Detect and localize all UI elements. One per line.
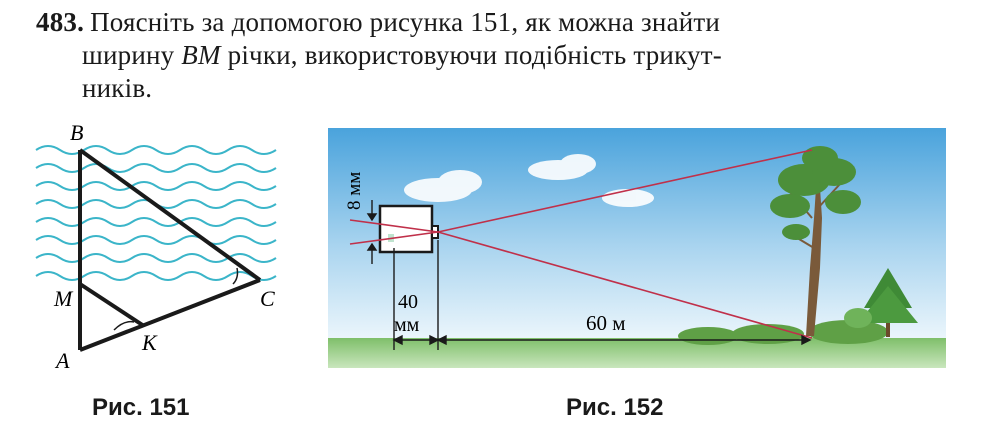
caption-figure-151: Рис. 151	[92, 394, 190, 421]
triangle-lines	[78, 148, 262, 352]
clouds	[404, 154, 654, 207]
river-waves	[35, 145, 277, 281]
figure-151: B M A K C	[35, 120, 277, 373]
tall-tree	[770, 146, 861, 336]
problem-line-1: 483.Поясніть за допомогою рисунка 151, я…	[36, 6, 966, 39]
problem-line-2-start: ширину	[82, 40, 175, 70]
label-40: 40	[398, 291, 418, 313]
label-b: B	[70, 120, 83, 145]
angle-c-arc	[232, 267, 239, 285]
dimension-8mm	[366, 200, 378, 264]
segment-mk	[78, 282, 146, 328]
dimension-40mm	[392, 240, 440, 350]
figure-152: 8 мм 40 мм 60 м	[328, 128, 946, 368]
small-tree	[844, 268, 918, 337]
dimension-60m	[436, 334, 812, 346]
problem-line-1-text: Поясніть за допомогою рисунка 151, як мо…	[90, 7, 721, 37]
label-60m: 60 м	[586, 311, 626, 335]
problem-line-2-end: річки, використовуючи подібність трикут-	[227, 40, 722, 70]
label-8mm: 8 мм	[344, 172, 365, 210]
segment-bc	[78, 148, 262, 282]
problem-text: 483.Поясніть за допомогою рисунка 151, я…	[36, 6, 966, 105]
problem-line-3-text: ників.	[82, 73, 153, 103]
problem-line-3: ників.	[36, 72, 966, 105]
caption-figure-152: Рис. 152	[566, 394, 664, 421]
problem-number: 483.	[36, 7, 85, 37]
label-40-unit: мм	[394, 314, 420, 336]
segment-ac	[79, 278, 261, 352]
light-rays	[349, 149, 813, 339]
problem-line-2: ширину BM річки, використовуючи подібніс…	[36, 39, 966, 72]
camera-box	[378, 204, 434, 254]
variable-bm: BM	[181, 40, 221, 70]
label-c: C	[260, 286, 275, 311]
label-a: A	[54, 348, 70, 373]
angle-k-arc	[113, 320, 135, 331]
camera	[378, 204, 439, 254]
label-m: M	[53, 286, 74, 311]
label-k: K	[141, 330, 158, 355]
